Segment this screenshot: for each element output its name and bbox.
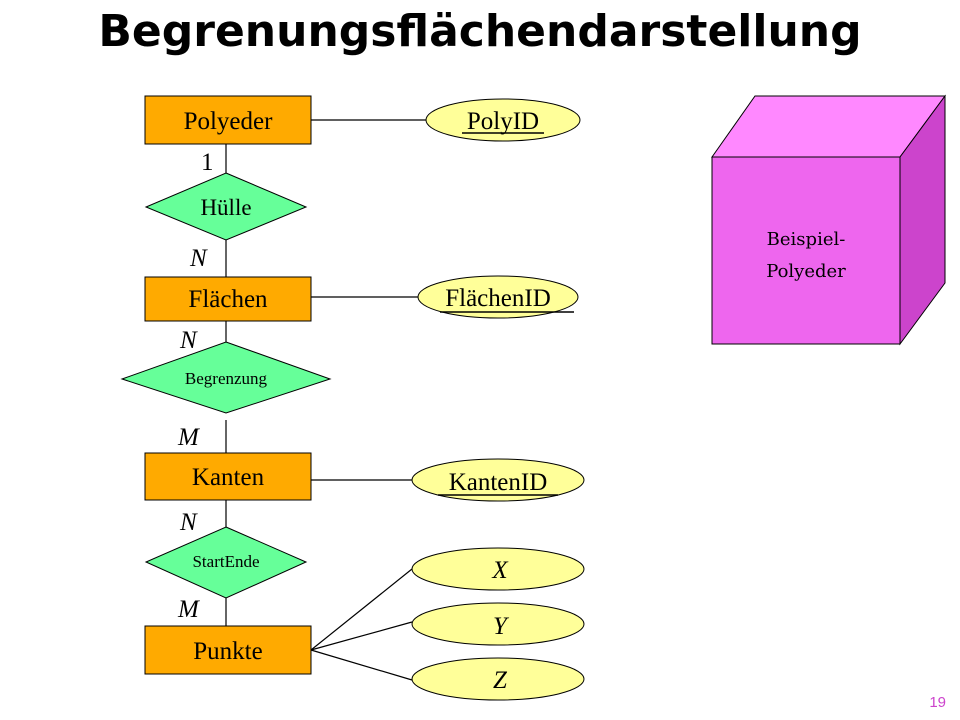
relationship-label: Hülle — [200, 195, 251, 220]
attribute-x: X — [411, 547, 585, 591]
relationship-begrenzung: Begrenzung — [120, 341, 332, 414]
attribute-flaechenid: FlächenID — [417, 275, 579, 319]
attribute-label: X — [491, 557, 509, 584]
example-label-line1: Beispiel- — [767, 229, 846, 250]
attribute-label: PolyID — [467, 108, 539, 135]
example-label-line2: Polyeder — [766, 261, 846, 282]
page-title: Begrenungsflächendarstellung — [98, 6, 862, 57]
entity-label: Kanten — [192, 464, 265, 491]
relationship-huelle: Hülle — [144, 172, 308, 241]
entity-label: Flächen — [188, 286, 268, 313]
entity-label: Punkte — [193, 638, 262, 665]
attribute-label: FlächenID — [445, 285, 551, 312]
cardinality-label: N — [189, 245, 208, 272]
attribute-label: Z — [493, 667, 508, 694]
attribute-z: Z — [411, 657, 585, 701]
cardinality-label: M — [177, 424, 200, 451]
entity-flaechen: Flächen — [144, 276, 312, 322]
attribute-label: KantenID — [449, 469, 548, 496]
entity-label: Polyeder — [184, 108, 274, 135]
cube-front-face — [711, 156, 901, 345]
attribute-label: Y — [493, 613, 510, 640]
relationship-label: StartEnde — [192, 552, 259, 571]
attribute-kantenid: KantenID — [411, 458, 585, 502]
connector-lines — [225, 119, 428, 681]
entity-punkte: Punkte — [144, 625, 312, 675]
page-number: 19 — [929, 694, 946, 711]
relationship-startende: StartEnde — [144, 526, 308, 599]
attribute-y: Y — [411, 602, 585, 646]
line-punkte-x — [310, 568, 413, 651]
line-punkte-y — [310, 621, 413, 651]
entity-polyeder: Polyeder — [144, 95, 312, 145]
cardinality-label: M — [177, 596, 200, 623]
relationship-label: Begrenzung — [185, 369, 268, 388]
line-punkte-z — [310, 649, 413, 681]
attribute-polyid: PolyID — [425, 98, 581, 142]
cardinality-label: N — [179, 509, 198, 536]
cardinality-label: N — [179, 327, 198, 354]
example-cube: Beispiel- Polyeder — [711, 94, 946, 346]
cardinality-label: 1 — [201, 149, 214, 176]
entity-kanten: Kanten — [144, 452, 312, 501]
